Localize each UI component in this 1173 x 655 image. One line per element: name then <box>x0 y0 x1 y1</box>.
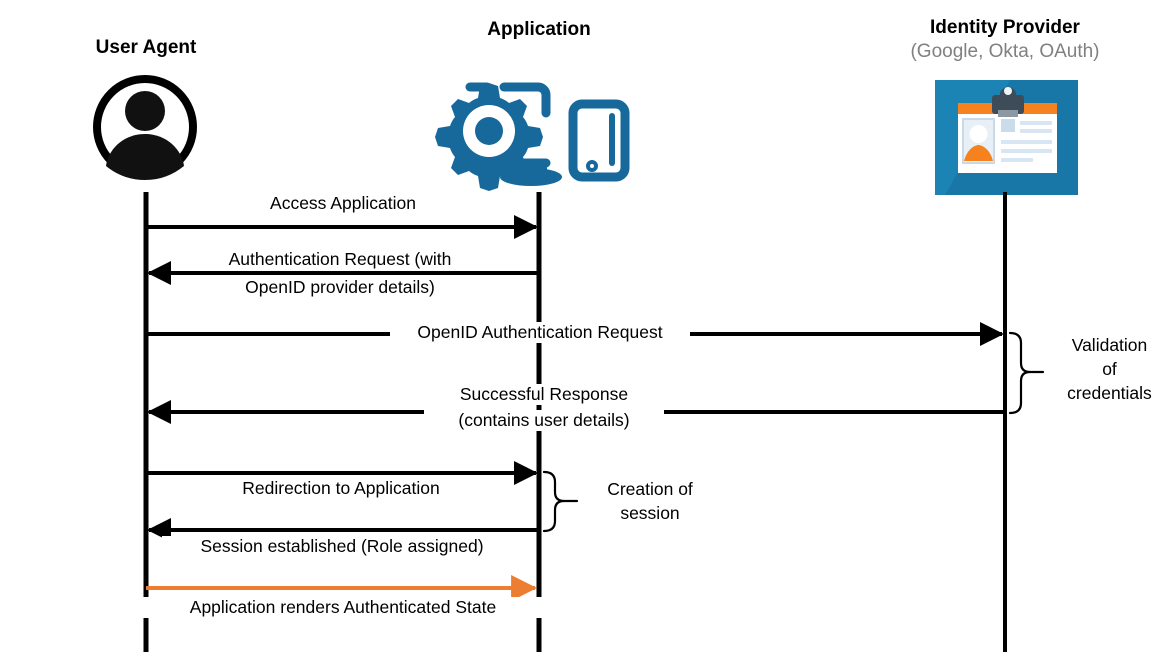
user-avatar-icon <box>93 75 197 180</box>
message-label-2-line2: OpenID provider details) <box>190 277 490 298</box>
gear-icon <box>435 83 543 191</box>
id-badge-clipboard-icon <box>935 80 1078 195</box>
participant-title-identity-provider: Identity Provider <box>930 17 1080 38</box>
message-label-2-line1: Authentication Request (with <box>190 249 490 270</box>
note-creation-of-session: Creation of session <box>607 479 693 523</box>
message-label-3: OpenID Authentication Request <box>390 322 690 343</box>
message-label-4-line2: (contains user details) <box>424 410 664 431</box>
brace-validation <box>1008 331 1045 415</box>
participant-subtitle-identity-provider: (Google, Okta, OAuth) <box>910 41 1100 62</box>
participant-title-application: Application <box>487 19 591 40</box>
message-label-1: Access Application <box>193 193 493 214</box>
message-label-5: Redirection to Application <box>181 478 501 499</box>
message-label-7: Application renders Authenticated State <box>143 597 543 618</box>
brace-session <box>542 470 579 533</box>
note-validation-of-credentials: Validation of credentials <box>1067 335 1152 403</box>
participant-title-user-agent: User Agent <box>95 37 197 58</box>
message-label-4-line1: Successful Response <box>424 384 664 405</box>
message-label-6: Session established (Role assigned) <box>162 536 522 557</box>
